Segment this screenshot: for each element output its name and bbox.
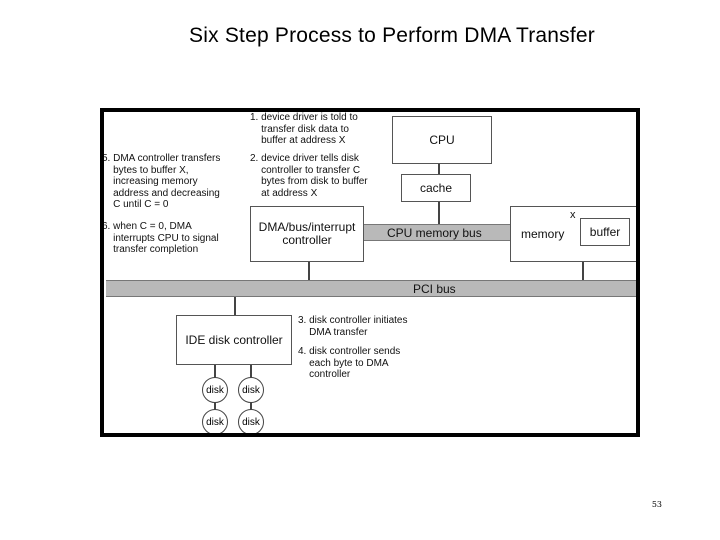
dma-controller-box: DMA/bus/interrupt controller xyxy=(250,206,364,262)
memory-label: memory xyxy=(521,226,565,241)
page-number: 53 xyxy=(651,500,662,509)
diagram-frame: CPU memory bus PCI bus CPU cache DMA/bus… xyxy=(100,108,640,437)
buffer-marker: x xyxy=(570,209,576,221)
ide-controller-box: IDE disk controller xyxy=(176,315,292,365)
page-title: Six Step Process to Perform DMA Transfer xyxy=(189,24,595,47)
cpu-box: CPU xyxy=(392,116,492,164)
step-5-note: 5. DMA controller transfers bytes to buf… xyxy=(104,153,221,210)
disk-1: disk xyxy=(202,377,228,403)
memory-pci-link xyxy=(582,261,584,284)
step-2-note: 2. device driver tells disk controller t… xyxy=(250,153,368,199)
cache-bus-link xyxy=(438,201,440,228)
ide-pci-link xyxy=(234,292,236,316)
step-4-note: 4. disk controller sends each byte to DM… xyxy=(298,346,401,380)
cache-box: cache xyxy=(401,174,471,202)
disk-3: disk xyxy=(202,409,228,433)
buffer-box: buffer xyxy=(580,218,630,246)
pci-bus xyxy=(106,280,636,297)
cpu-memory-bus-label: CPU memory bus xyxy=(384,226,485,240)
disk-2: disk xyxy=(238,377,264,403)
dma-pci-link xyxy=(308,261,310,284)
disk-4: disk xyxy=(238,409,264,433)
step-6-note: 6. when C = 0, DMA interrupts CPU to sig… xyxy=(104,221,219,255)
ide-disk-link-right xyxy=(250,362,252,378)
step-3-note: 3. disk controller initiates DMA transfe… xyxy=(298,315,408,338)
disk-chain-left xyxy=(214,402,216,410)
dma-diagram: CPU memory bus PCI bus CPU cache DMA/bus… xyxy=(104,112,636,433)
pci-bus-label: PCI bus xyxy=(410,282,459,296)
step-1-note: 1. device driver is told to transfer dis… xyxy=(250,112,358,146)
ide-disk-link-left xyxy=(214,362,216,378)
disk-chain-right xyxy=(250,402,252,410)
cpu-cache-link xyxy=(438,163,440,175)
